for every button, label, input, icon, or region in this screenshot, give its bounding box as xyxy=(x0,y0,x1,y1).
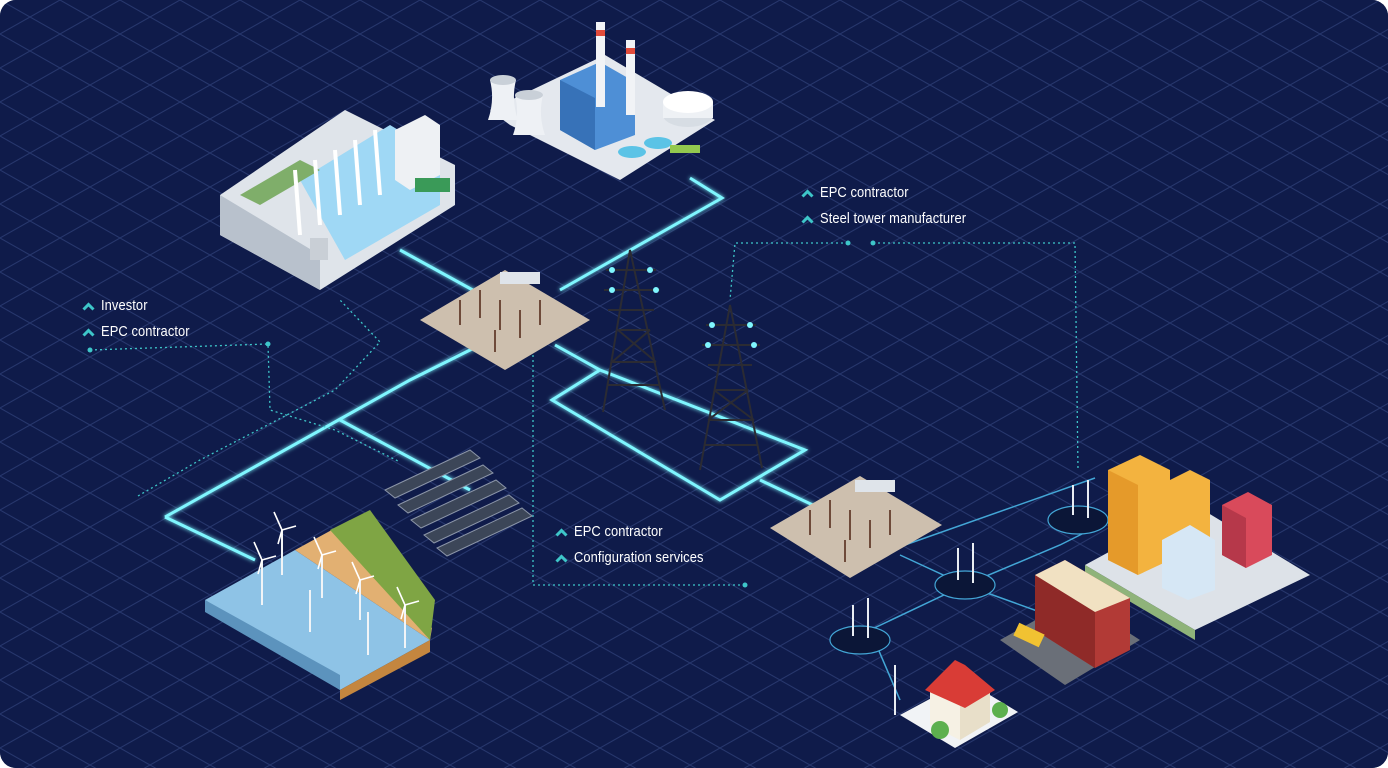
callout-label: Steel tower manufacturer xyxy=(820,210,967,227)
callout-label: EPC contractor xyxy=(820,184,909,201)
callout-item: EPC contractor xyxy=(82,319,204,345)
insulator-lights xyxy=(609,267,757,348)
transmission-tower-icon xyxy=(699,304,763,471)
chevron-up-icon xyxy=(801,188,814,198)
chevron-up-icon xyxy=(801,214,814,224)
city-buildings-icon xyxy=(1085,455,1310,640)
thermal-power-plant-icon xyxy=(488,22,715,180)
callout-label: EPC contractor xyxy=(101,323,190,340)
callout-leaders xyxy=(89,242,1079,586)
leader-dots xyxy=(87,240,876,588)
distribution-pole-icon xyxy=(934,543,996,600)
callout-item: Steel tower manufacturer xyxy=(801,206,990,232)
callout-item: Investor xyxy=(82,293,204,319)
wind-farm-icon xyxy=(205,510,435,700)
callout-label: Investor xyxy=(101,297,148,314)
power-lines xyxy=(164,176,856,562)
callout-item: EPC contractor xyxy=(801,180,990,206)
chevron-up-icon xyxy=(555,527,568,537)
distribution-pole-icon xyxy=(829,598,891,655)
callout-transmission: EPC contractor Steel tower manufacturer xyxy=(801,180,990,232)
school-icon xyxy=(1000,560,1140,685)
callout-label: EPC contractor xyxy=(574,523,663,540)
callout-hydro: Investor EPC contractor xyxy=(82,293,204,345)
chevron-up-icon xyxy=(555,553,568,563)
substation-icon xyxy=(770,476,942,578)
callout-label: Configuration services xyxy=(574,549,704,566)
hydro-dam-icon xyxy=(220,110,455,290)
callout-solar: EPC contractor Configuration services xyxy=(555,519,725,571)
callout-item: EPC contractor xyxy=(555,519,725,545)
callout-item: Configuration services xyxy=(555,545,725,571)
solar-array-icon xyxy=(384,449,533,557)
chevron-up-icon xyxy=(82,301,95,311)
distribution-pole-icon xyxy=(1047,480,1109,535)
house-icon xyxy=(894,660,1018,748)
substation-icon xyxy=(420,270,590,370)
chevron-up-icon xyxy=(82,327,95,337)
